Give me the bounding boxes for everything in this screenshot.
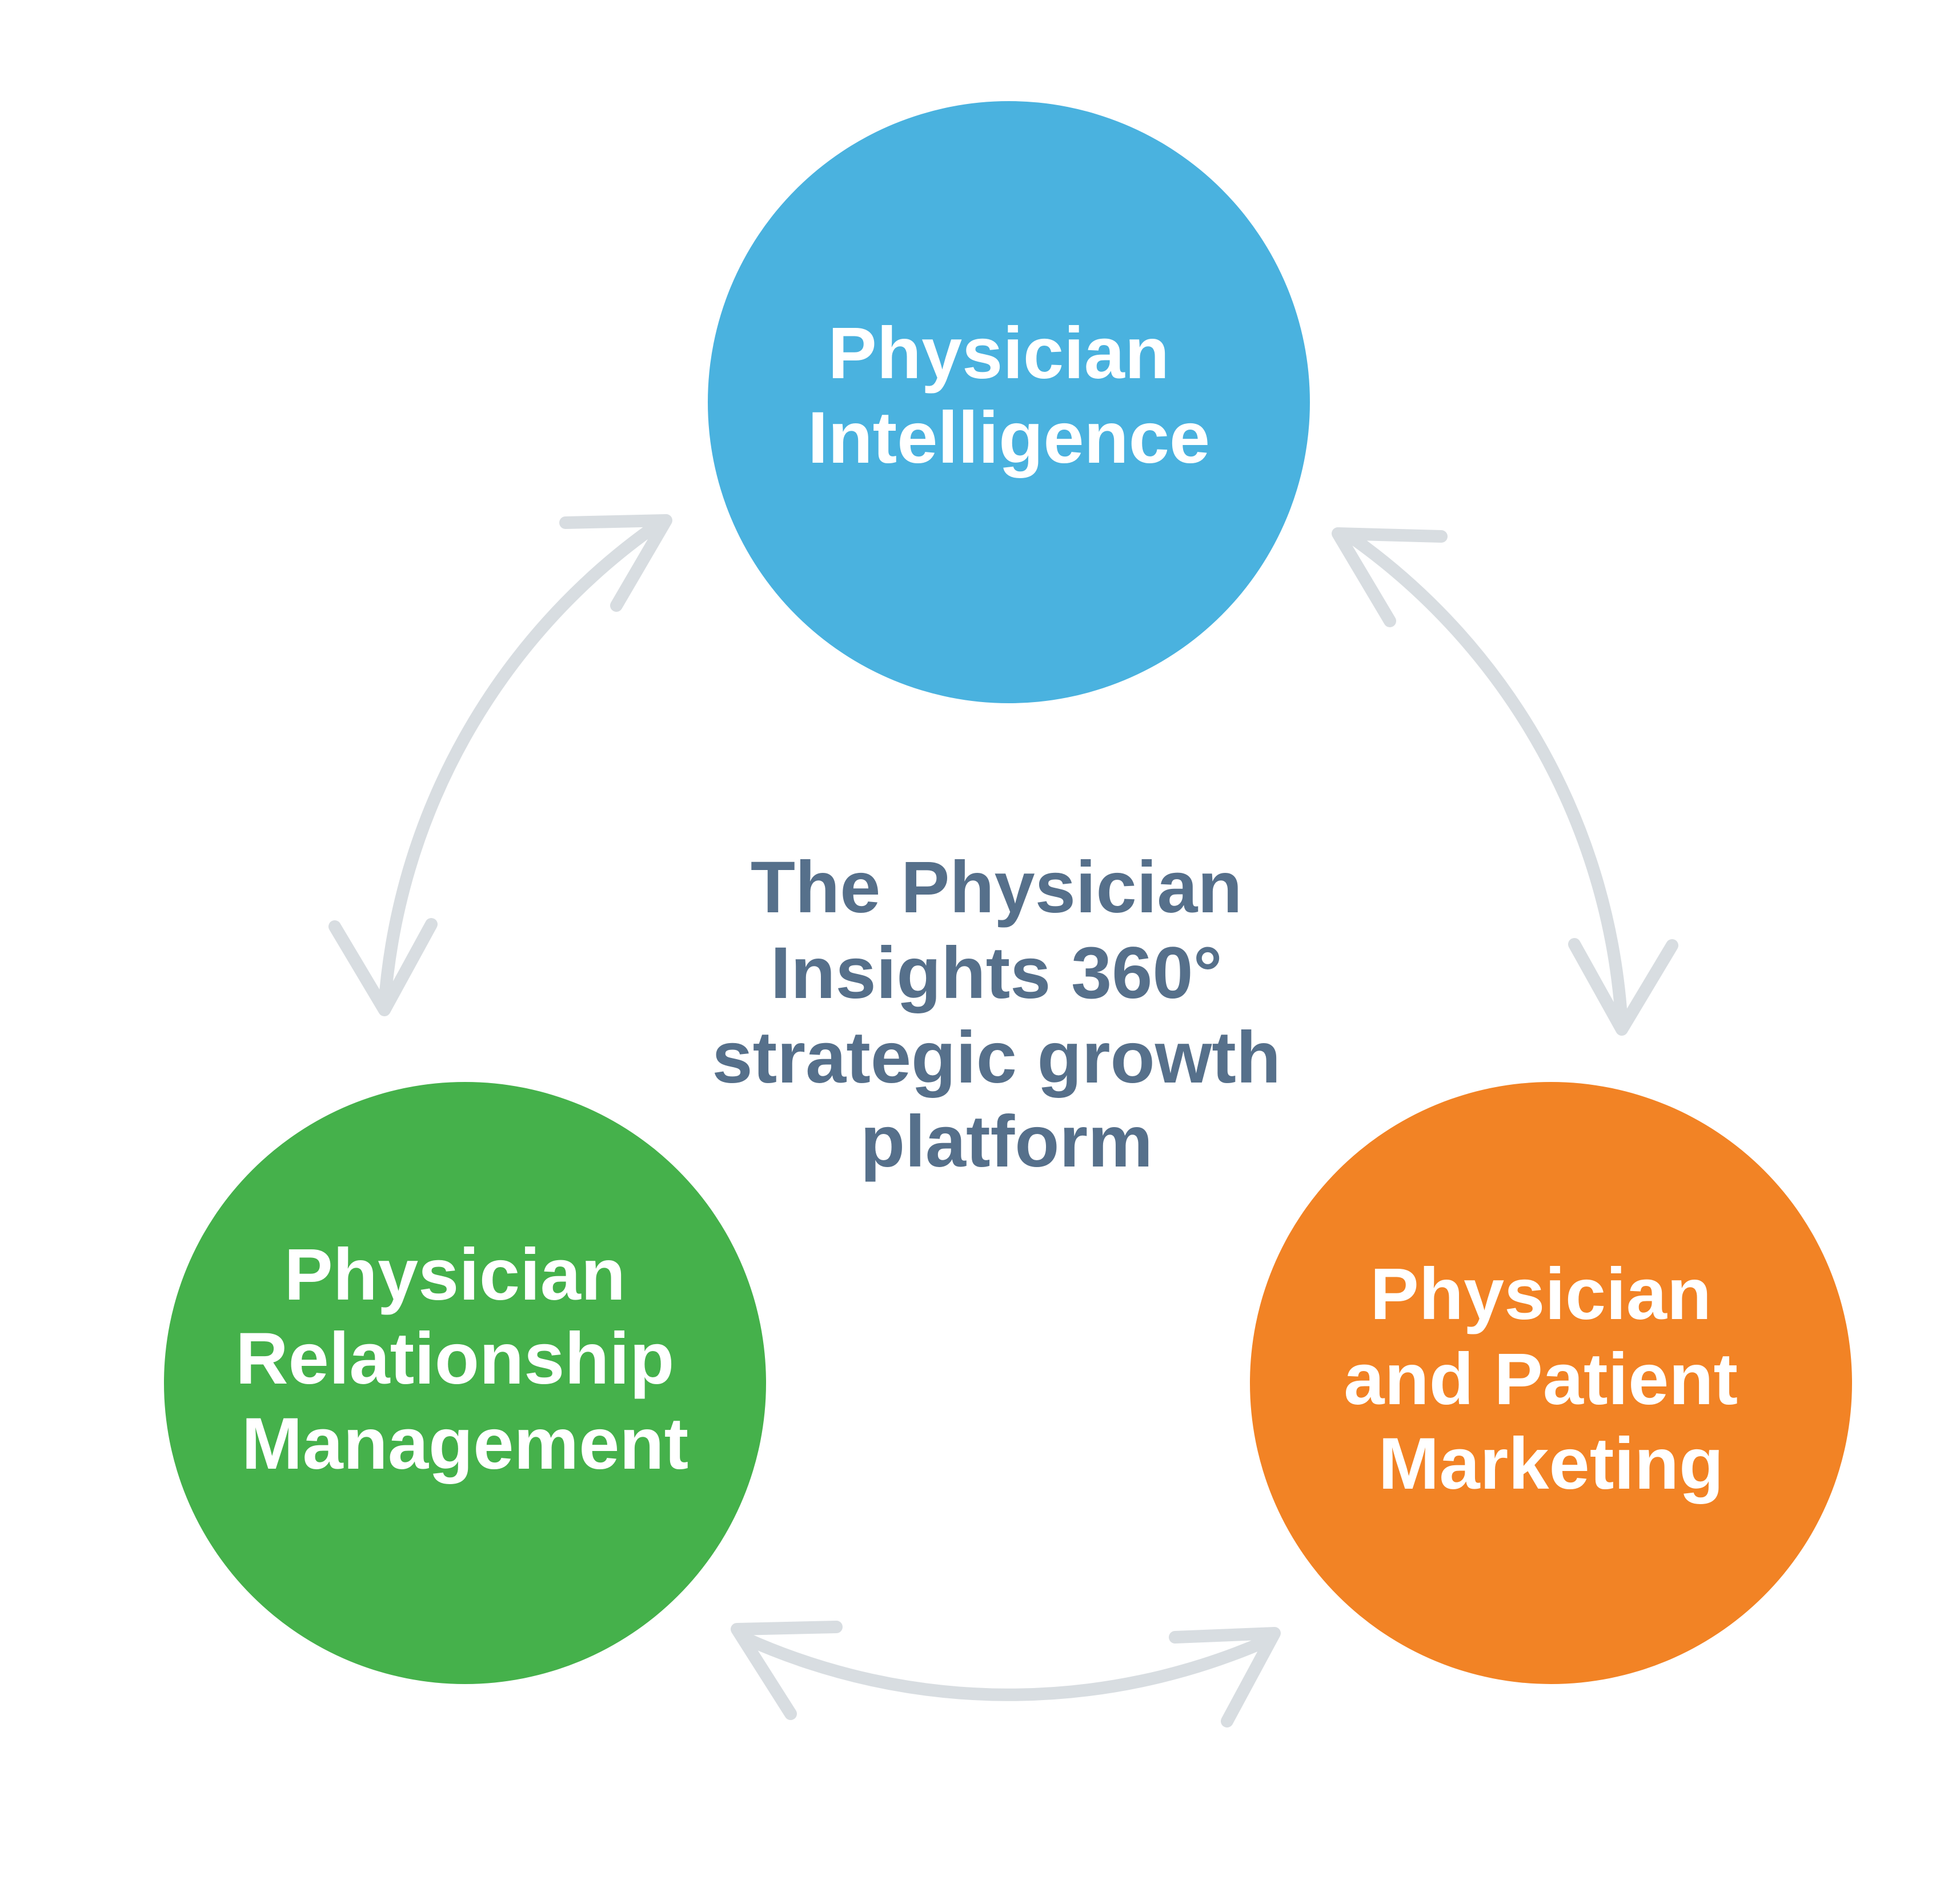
- node-label-line: Marketing: [1378, 1423, 1724, 1505]
- connector-relationship-marketing: [731, 1621, 1281, 1727]
- center-title-line: strategic growth: [712, 1017, 1281, 1099]
- arrow-head-up-right-icon: [559, 514, 672, 612]
- node-circle: [708, 101, 1310, 703]
- node-circle: [164, 1082, 766, 1684]
- node-label: Physician Relationship Management: [235, 1234, 695, 1485]
- node-physician-relationship-management: Physician Relationship Management: [164, 1082, 766, 1684]
- center-title-line: platform: [860, 1101, 1153, 1183]
- node-label-line: Relationship: [235, 1318, 674, 1400]
- arrow-head-up-left-icon: [1332, 527, 1448, 627]
- node-physician-intelligence: Physician Intelligence: [708, 101, 1310, 703]
- node-physician-patient-marketing: Physician and Patient Marketing: [1250, 1082, 1852, 1684]
- node-label-line: Physician: [1370, 1253, 1711, 1335]
- center-title: The Physician Insights 360° strategic gr…: [712, 847, 1301, 1183]
- center-title-line: The Physician: [751, 847, 1242, 928]
- node-label-line: Physician: [828, 312, 1169, 394]
- connector-arc: [739, 1632, 1273, 1701]
- connector-arc: [1346, 532, 1628, 1031]
- connector-intelligence-relationship: [328, 514, 672, 1016]
- connector-intelligence-marketing: [1332, 527, 1678, 1036]
- node-label-line: Intelligence: [808, 397, 1210, 479]
- node-label-line: Management: [242, 1403, 688, 1485]
- connector-arc: [378, 523, 658, 1012]
- arrow-head-up-right-icon: [1169, 1627, 1281, 1727]
- node-label: Physician and Patient Marketing: [1344, 1253, 1758, 1505]
- arrow-head-down-icon: [1568, 938, 1678, 1036]
- node-circle: [1250, 1082, 1852, 1684]
- arrow-head-up-left-icon: [731, 1621, 843, 1720]
- node-label: Physician Intelligence: [808, 312, 1210, 479]
- node-label-line: and Patient: [1344, 1338, 1738, 1420]
- center-title-line: Insights 360°: [771, 932, 1222, 1014]
- node-label-line: Physician: [284, 1234, 626, 1316]
- arrow-head-down-icon: [328, 918, 438, 1016]
